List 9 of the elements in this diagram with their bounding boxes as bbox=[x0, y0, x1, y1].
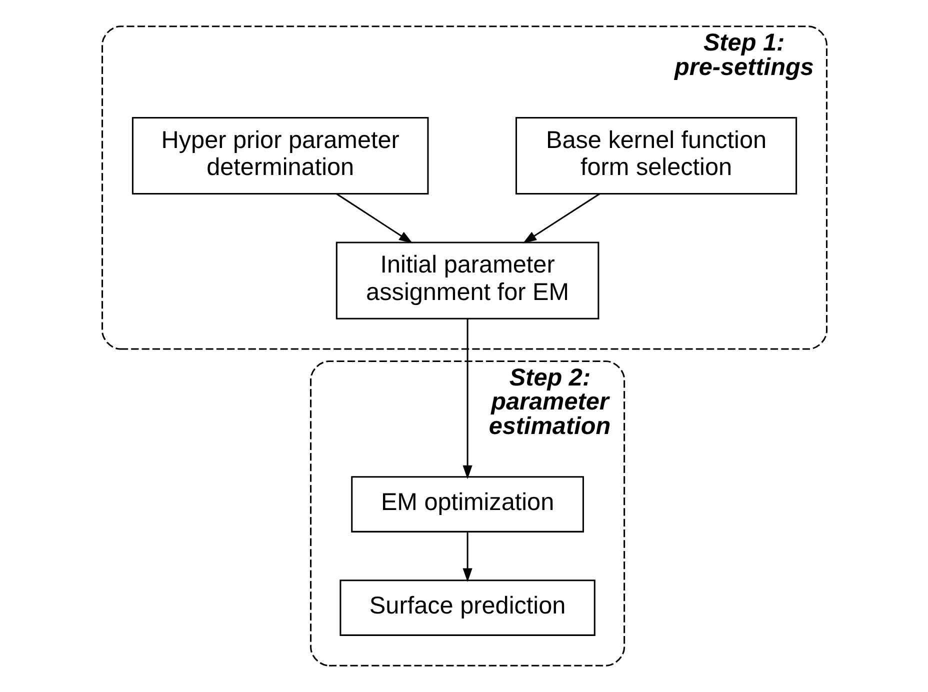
node-box: Surface prediction bbox=[339, 580, 595, 636]
node-box: Hyper prior parameter determination bbox=[131, 116, 428, 195]
node-box: EM optimization bbox=[350, 476, 584, 532]
arrow bbox=[462, 319, 472, 480]
arrow bbox=[462, 532, 472, 582]
node-box: Base kernel function form selection bbox=[515, 116, 797, 195]
node-box: Initial parameter assignment for EM bbox=[335, 242, 599, 320]
arrow bbox=[522, 193, 600, 244]
arrow bbox=[336, 193, 412, 244]
